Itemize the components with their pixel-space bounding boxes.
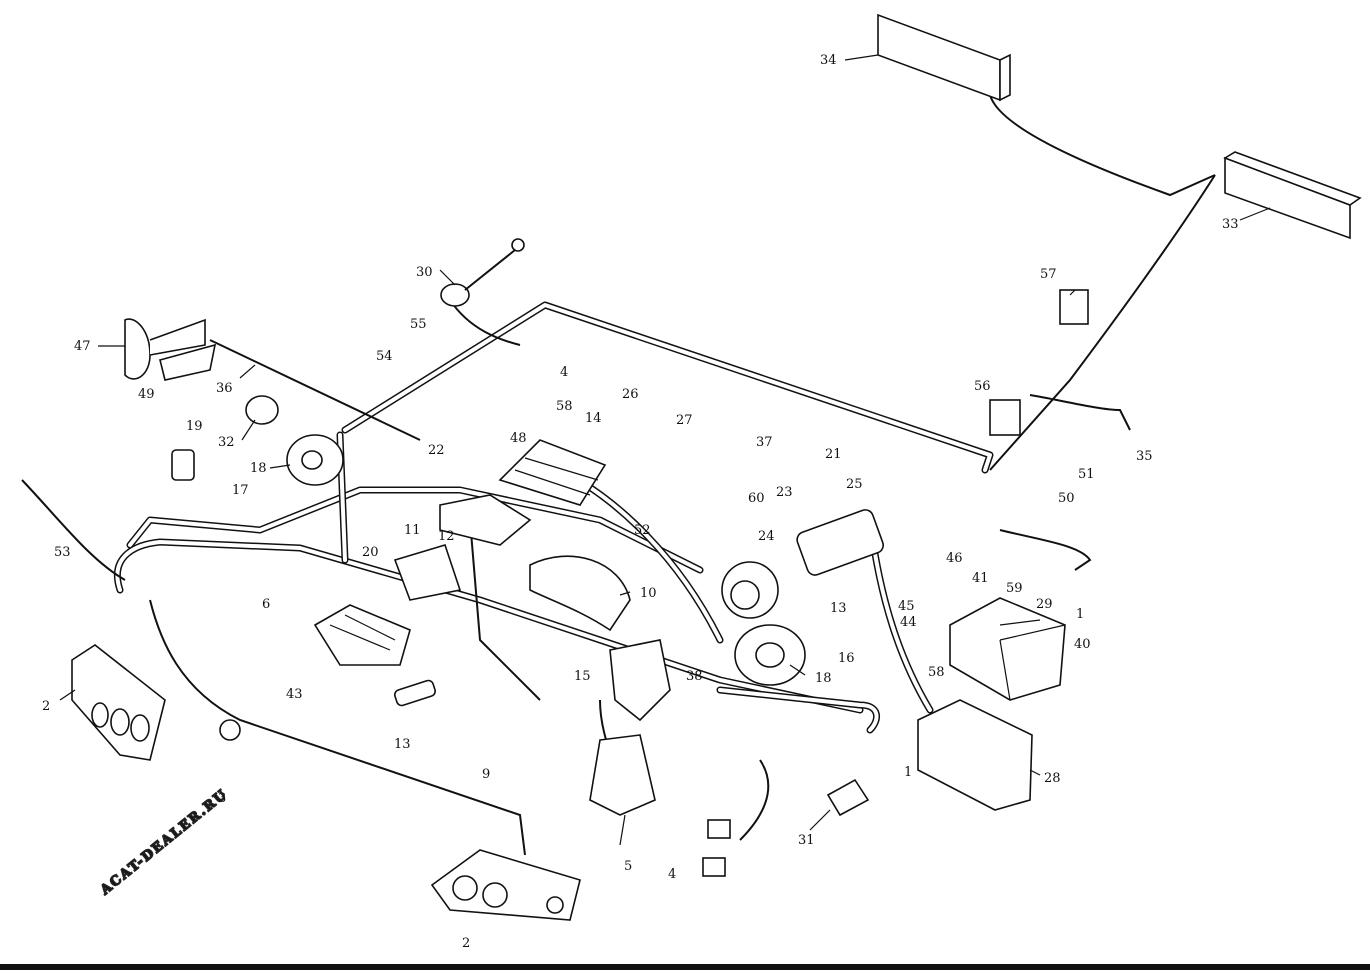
watermark: ACAT-DEALER.RU bbox=[97, 787, 230, 899]
right-headlamp-2 bbox=[430, 849, 581, 921]
callout-37: 37 bbox=[756, 435, 773, 450]
fuse-box-43 bbox=[313, 604, 411, 666]
callout-51: 51 bbox=[1078, 467, 1095, 482]
callout-57: 57 bbox=[1040, 267, 1057, 282]
callout-49: 49 bbox=[138, 387, 155, 402]
callout-11: 11 bbox=[404, 523, 421, 538]
relay-19 bbox=[171, 449, 195, 481]
callout-53: 53 bbox=[54, 545, 71, 560]
callout-3: 3 bbox=[218, 791, 226, 806]
callout-46: 46 bbox=[946, 551, 963, 566]
callout-29: 29 bbox=[1036, 597, 1053, 612]
lamp-30 bbox=[440, 238, 525, 307]
callout-9: 9 bbox=[482, 767, 490, 782]
plug-4 bbox=[702, 819, 731, 877]
sender-13 bbox=[394, 679, 436, 707]
callout-25: 25 bbox=[846, 477, 863, 492]
speaker-18 bbox=[734, 624, 806, 686]
callout-16: 16 bbox=[838, 651, 855, 666]
callout-23: 23 bbox=[776, 485, 793, 500]
callout-1-lower: 1 bbox=[904, 765, 912, 780]
callout-58-upper: 58 bbox=[556, 399, 573, 414]
relay-block-11 bbox=[439, 494, 532, 546]
callout-13: 13 bbox=[394, 737, 411, 752]
callout-45: 45 bbox=[898, 599, 915, 614]
callout-36: 36 bbox=[216, 381, 233, 396]
rear-lamp-34 bbox=[877, 13, 1011, 102]
callout-2-right: 2 bbox=[462, 936, 470, 951]
callout-2-left: 2 bbox=[42, 699, 50, 714]
callout-60: 60 bbox=[748, 491, 765, 506]
callout-21: 21 bbox=[825, 447, 842, 462]
callout-13-mid: 13 bbox=[830, 601, 847, 616]
callout-19: 19 bbox=[186, 419, 203, 434]
callout-4-upper: 4 bbox=[560, 365, 568, 380]
callout-38: 38 bbox=[686, 669, 703, 684]
rear-lamp-33 bbox=[1223, 151, 1362, 240]
horn-47 bbox=[124, 318, 217, 381]
relay-20 bbox=[393, 544, 462, 601]
callout-50: 50 bbox=[1058, 491, 1075, 506]
callout-31: 31 bbox=[798, 833, 815, 848]
callout-26: 26 bbox=[622, 387, 639, 402]
callout-56: 56 bbox=[974, 379, 991, 394]
switch-56 bbox=[989, 399, 1021, 436]
callout-47: 47 bbox=[74, 339, 91, 354]
callout-40: 40 bbox=[1074, 637, 1091, 652]
main-harness bbox=[113, 301, 994, 734]
callout-52: 52 bbox=[634, 523, 651, 538]
callout-14: 14 bbox=[585, 411, 602, 426]
callout-12: 12 bbox=[438, 529, 455, 544]
callout-18-left: 18 bbox=[250, 461, 267, 476]
callout-48: 48 bbox=[510, 431, 527, 446]
callout-22: 22 bbox=[428, 443, 445, 458]
fuse-block-14 bbox=[498, 439, 607, 506]
callout-35: 35 bbox=[1136, 449, 1153, 464]
bottom-border bbox=[0, 964, 1370, 970]
callout-34: 34 bbox=[820, 53, 837, 68]
callout-17: 17 bbox=[232, 483, 249, 498]
switch-3 bbox=[219, 719, 241, 741]
callout-55: 55 bbox=[410, 317, 427, 332]
left-headlamp-2 bbox=[71, 644, 166, 761]
callout-58-lower: 58 bbox=[928, 665, 945, 680]
callout-labels: 1 2 2 3 4 5 6 9 10 11 12 13 14 15 16 17 … bbox=[42, 53, 1239, 951]
callout-4: 4 bbox=[668, 867, 676, 882]
callout-18-right: 18 bbox=[815, 671, 832, 686]
callout-6: 6 bbox=[262, 597, 270, 612]
callout-15: 15 bbox=[574, 669, 591, 684]
callout-32: 32 bbox=[218, 435, 235, 450]
callout-30: 30 bbox=[416, 265, 433, 280]
lamp-32 bbox=[245, 395, 279, 425]
alternator-24 bbox=[721, 561, 779, 619]
callout-5: 5 bbox=[624, 859, 632, 874]
ignition-switch-5 bbox=[589, 639, 671, 816]
callout-1: 1 bbox=[1076, 607, 1084, 622]
callout-43: 43 bbox=[286, 687, 303, 702]
callout-20: 20 bbox=[362, 545, 379, 560]
switch-57 bbox=[1059, 289, 1089, 325]
battery-28 bbox=[917, 699, 1033, 811]
callout-24: 24 bbox=[758, 529, 775, 544]
callout-54: 54 bbox=[376, 349, 393, 364]
leader-lines bbox=[59, 54, 1271, 846]
components bbox=[71, 13, 1362, 921]
callout-59: 59 bbox=[1006, 581, 1023, 596]
callout-27: 27 bbox=[676, 413, 693, 428]
callout-44: 44 bbox=[900, 615, 917, 630]
gauge-10 bbox=[529, 555, 631, 632]
callout-41: 41 bbox=[972, 571, 989, 586]
battery-40 bbox=[949, 597, 1066, 701]
callout-28: 28 bbox=[1044, 771, 1061, 786]
speaker-18b bbox=[286, 434, 344, 486]
callout-33: 33 bbox=[1222, 217, 1239, 232]
callout-10: 10 bbox=[640, 586, 657, 601]
thin-wires bbox=[21, 94, 1216, 856]
plug-31 bbox=[826, 778, 870, 817]
starter-motor-25 bbox=[796, 509, 885, 576]
